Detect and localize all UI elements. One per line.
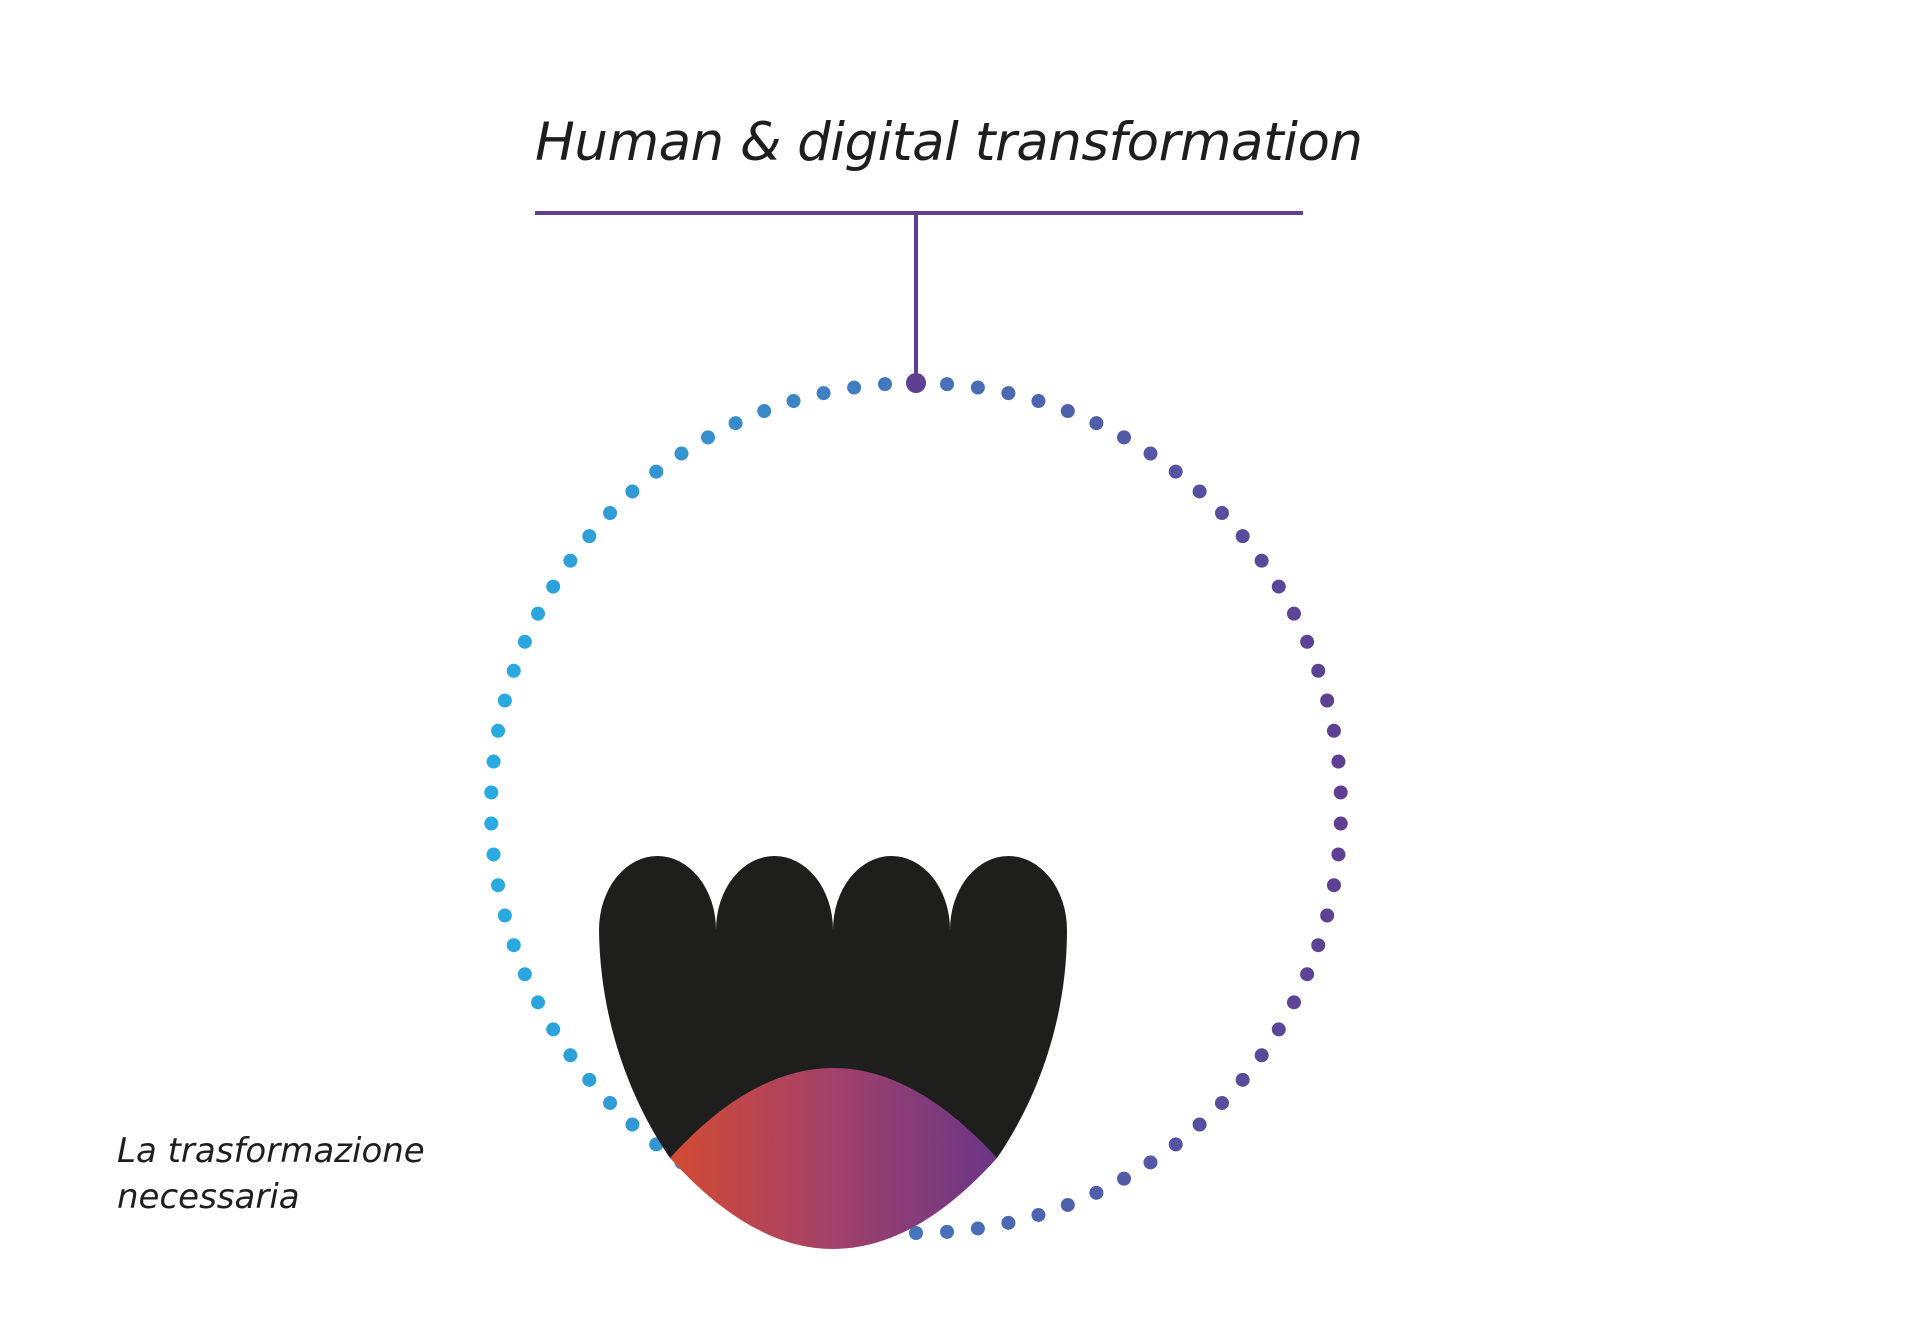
circle-dot: [563, 553, 578, 568]
circle-dot: [603, 1095, 618, 1110]
connector-dot: [906, 373, 926, 393]
circle-dot: [1331, 847, 1346, 862]
circle-dot: [649, 464, 664, 479]
circle-dot: [484, 785, 499, 800]
circle-dot: [700, 430, 715, 445]
circle-dot: [1235, 529, 1250, 544]
caption-line-2: necessaria: [117, 1177, 300, 1217]
circle-dot: [1060, 404, 1075, 419]
circle-dot: [970, 1221, 985, 1236]
circle-dot: [1326, 723, 1341, 738]
gradient-lens-shape: [670, 1068, 997, 1249]
circle-dot: [491, 723, 506, 738]
circle-dot: [940, 1224, 955, 1239]
circle-dot: [546, 1022, 561, 1037]
circle-dot: [506, 938, 521, 953]
circle-dot: [486, 847, 501, 862]
circle-dot: [506, 663, 521, 678]
circle-dot: [786, 394, 801, 409]
circle-dot: [625, 1117, 640, 1132]
circle-dot: [1031, 394, 1046, 409]
circle-dot: [1168, 1137, 1183, 1152]
circle-dot: [517, 967, 532, 982]
circle-dot: [1214, 1095, 1229, 1110]
circle-dot: [847, 380, 862, 395]
circle-dot: [757, 404, 772, 419]
circle-dot: [497, 908, 512, 923]
circle-dot: [497, 693, 512, 708]
circle-dot: [1117, 430, 1132, 445]
circle-dot: [970, 380, 985, 395]
circle-dot: [1311, 663, 1326, 678]
circle-dot: [909, 1226, 923, 1240]
circle-dot: [1271, 1022, 1286, 1037]
circle-dot: [1192, 484, 1207, 499]
circle-dot: [1333, 785, 1348, 800]
circle-dot: [816, 386, 831, 401]
circle-dot: [1089, 416, 1104, 431]
circle-dot: [877, 377, 892, 392]
circle-dot: [531, 995, 546, 1010]
circle-dot: [1001, 1215, 1016, 1230]
circle-dot: [1286, 606, 1301, 621]
circle-dot: [1254, 553, 1269, 568]
circle-dot: [582, 1072, 597, 1087]
circle-dot: [1168, 464, 1183, 479]
caption-line-1: La trasformazione: [117, 1131, 425, 1171]
circle-dot: [1333, 816, 1348, 831]
circle-dot: [940, 377, 955, 392]
circle-dot: [1060, 1197, 1075, 1212]
circle-dot: [1286, 995, 1301, 1010]
circle-dot: [625, 484, 640, 499]
circle-dot: [1331, 754, 1346, 769]
circle-dot: [1300, 967, 1315, 982]
circle-dot: [1235, 1072, 1250, 1087]
circle-dot: [1254, 1048, 1269, 1063]
circle-dot: [531, 606, 546, 621]
circle-dot: [728, 416, 743, 431]
circle-dot: [1311, 938, 1326, 953]
caption: La trasformazione necessaria: [117, 1128, 425, 1220]
circle-dot: [486, 754, 501, 769]
circle-dot: [1300, 634, 1315, 649]
circle-dot: [1089, 1185, 1104, 1200]
circle-dot: [1192, 1117, 1207, 1132]
circle-dot: [546, 579, 561, 594]
circle-dot: [1143, 1155, 1158, 1170]
circle-dot: [1320, 693, 1335, 708]
circle-dot: [1117, 1171, 1132, 1186]
diagram-title: Human & digital transformation: [535, 112, 1363, 173]
circle-dot: [603, 506, 618, 521]
circle-dot: [1001, 386, 1016, 401]
circle-dot: [563, 1048, 578, 1063]
circle-dot: [517, 634, 532, 649]
circle-dot: [484, 816, 499, 831]
circle-dot: [1320, 908, 1335, 923]
circle-dot: [1326, 878, 1341, 893]
circle-dot: [1143, 446, 1158, 461]
circle-dot: [1031, 1207, 1046, 1222]
circle-dot: [1271, 579, 1286, 594]
circle-dot: [582, 529, 597, 544]
circle-dot: [674, 446, 689, 461]
dotted-circle: [484, 373, 1348, 1240]
circle-dot: [1214, 506, 1229, 521]
circle-dot: [491, 878, 506, 893]
black-crown-shape: [599, 856, 1067, 1158]
